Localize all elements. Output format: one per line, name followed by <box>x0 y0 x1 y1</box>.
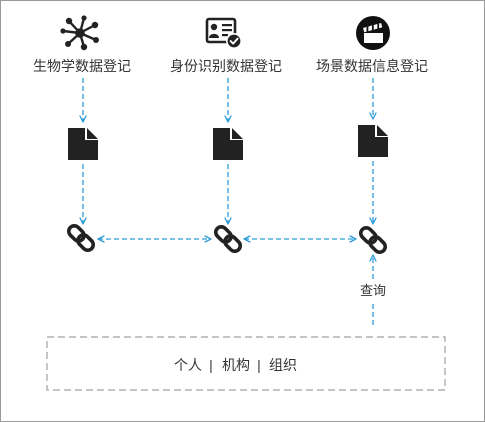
column-scene-data: 场景数据信息登记 <box>316 16 428 255</box>
chain-link-icon <box>66 223 96 253</box>
molecule-icon <box>60 15 99 51</box>
column-biological-data: 生物学数据登记 <box>33 15 131 253</box>
party-separator: | <box>209 357 213 373</box>
column-label-identity: 身份识别数据登记 <box>170 58 282 74</box>
chain-link-icon <box>358 225 388 255</box>
column-label-scene: 场景数据信息登记 <box>316 58 428 74</box>
document-icon <box>213 128 243 160</box>
document-icon <box>68 128 98 160</box>
column-identity-data: 身份识别数据登记 <box>170 17 282 254</box>
party-institution: 机构 <box>222 357 250 373</box>
query-label: 查询 <box>360 283 386 298</box>
party-organization: 组织 <box>269 357 297 373</box>
column-label-biological: 生物学数据登记 <box>33 58 131 74</box>
parties-box: 个人 | 机构 | 组织 <box>46 336 446 391</box>
party-individual: 个人 <box>174 357 202 373</box>
party-separator: | <box>257 357 261 373</box>
chain-link-icon <box>213 224 243 254</box>
document-icon <box>358 125 388 157</box>
clapperboard-icon <box>356 16 390 50</box>
parties-box-border <box>46 336 446 391</box>
id-card-check-icon <box>205 17 243 49</box>
